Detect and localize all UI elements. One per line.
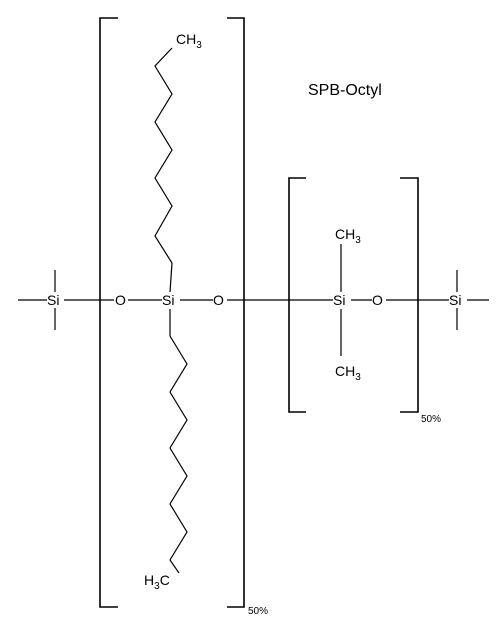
upper-octyl-terminal-methyl: CH3 [176,31,202,51]
lower-octyl-terminal-methyl: H3C [144,572,170,592]
si-atom: Si [449,292,461,308]
o-atom: O [372,292,383,308]
o-atom: O [213,292,224,308]
compound-title: SPB-Octyl [308,82,382,99]
left-bracket-octyl-unit [99,17,118,608]
si-atom: Si [162,292,174,308]
dimethyl-unit-fraction: 50% [421,414,441,425]
right-bracket-octyl-unit [227,17,245,608]
si-atom: Si [333,292,345,308]
lower-octyl-chain [169,309,188,574]
upper-octyl-chain [154,47,173,293]
o-atom: O [115,292,126,308]
right-bracket-dimethyl-unit [400,177,419,413]
si-atom: Si [47,292,59,308]
lower-methyl-group: CH3 [335,363,361,383]
octyl-unit-fraction: 50% [248,606,268,617]
left-bracket-dimethyl-unit [288,177,306,413]
upper-methyl-group: CH3 [335,226,361,246]
